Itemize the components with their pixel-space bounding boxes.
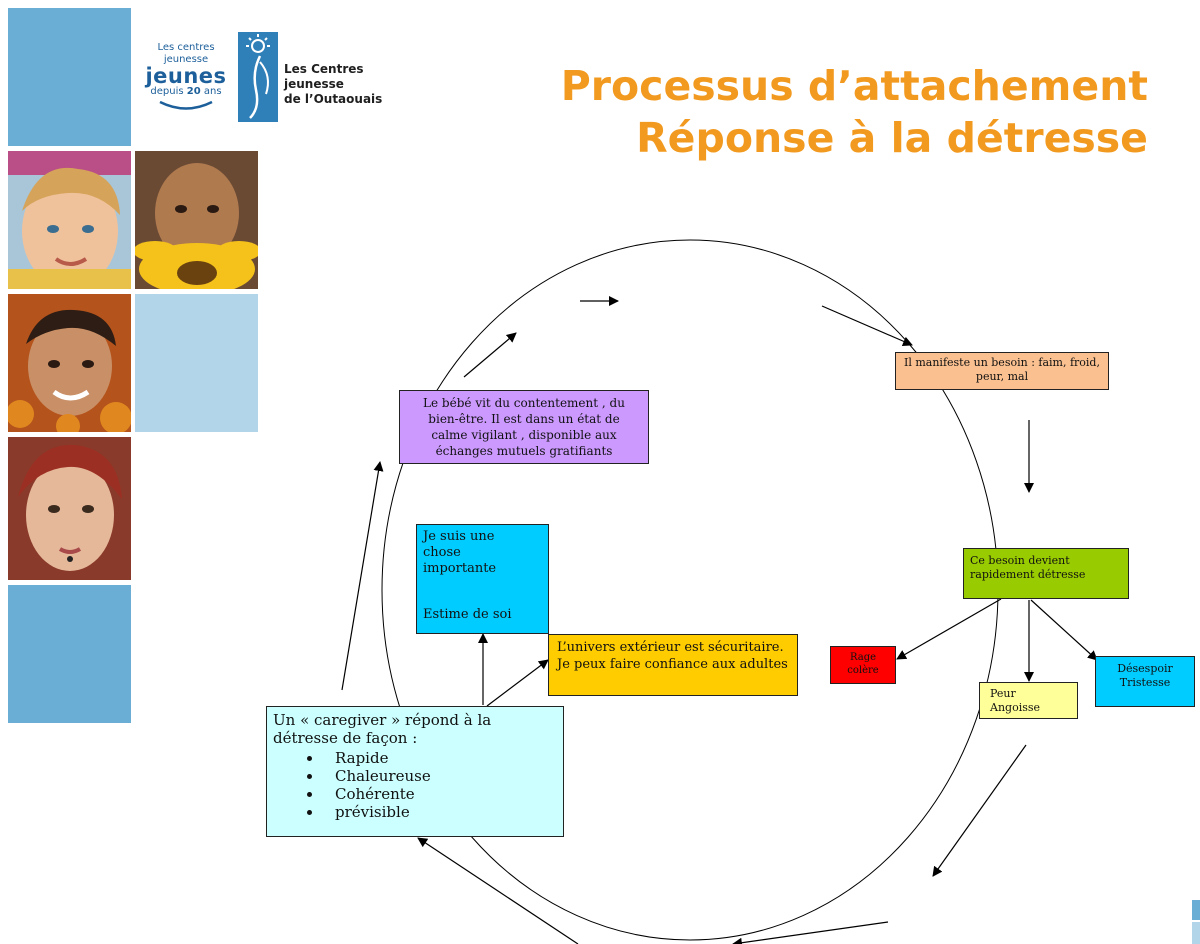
arrow-to-rage [896, 598, 1002, 660]
box-desespoir: Désespoir Tristesse [1095, 656, 1195, 707]
title-line2: Réponse à la détresse [636, 114, 1148, 162]
box-estime: Je suis une chose importante Estime de s… [416, 524, 549, 634]
box-contentement-text: Le bébé vit du contentement , du bien-êt… [423, 396, 625, 458]
title-line1: Processus d’attachement [560, 62, 1148, 110]
arrow-bottom [732, 921, 889, 944]
arrow-left-up [341, 461, 384, 691]
decor-tile-top [8, 8, 131, 146]
arrow-top-left [463, 332, 517, 378]
caregiver-item: prévisible [323, 803, 557, 821]
logo-right-block: Les Centres jeunesse de l’Outaouais [284, 62, 418, 107]
logo-left-big: jeunes [145, 64, 227, 88]
box-caregiver: Un « caregiver » répond à la détresse de… [266, 706, 564, 837]
box-univers: L’univers extérieur est sécuritaire. Je … [548, 634, 798, 696]
page-title: Processus d’attachement Réponse à la dét… [561, 60, 1148, 164]
logo-left-line3-post: ans [203, 86, 222, 97]
box-univers-text: L’univers extérieur est sécuritaire. Je … [557, 640, 788, 672]
arrow-to-desespoir [1030, 599, 1098, 661]
arrow-bottom-right [932, 744, 1027, 877]
box-peur: Peur Angoisse [979, 682, 1078, 719]
caregiver-item: Rapide [323, 749, 557, 767]
box-desespoir-text: Désespoir Tristesse [1117, 662, 1173, 689]
decor-tile-mid [135, 294, 258, 432]
logo-sun-figure-icon [238, 32, 278, 122]
logo-right-line1: Les Centres jeunesse [284, 62, 364, 91]
logo-left-line3: depuis 20 ans [138, 86, 234, 98]
logo-right-line2: de l’Outaouais [284, 92, 383, 106]
logo-left-line1: Les centres jeunesse [157, 42, 215, 65]
box-besoin-text: Il manifeste un besoin : faim, froid, pe… [904, 356, 1100, 383]
box-contentement: Le bébé vit du contentement , du bien-êt… [399, 390, 649, 464]
box-peur-text: Peur Angoisse [990, 687, 1041, 714]
caregiver-item: Cohérente [323, 785, 557, 803]
decor-tile-corner [1192, 900, 1200, 920]
box-estime-text: Estime de soi [423, 607, 512, 622]
photo-child-sunflower [135, 151, 258, 289]
logo-left-line3-pre: depuis [150, 86, 184, 97]
arrow-bottom-left [417, 837, 579, 944]
caregiver-item: Chaleureuse [323, 767, 557, 785]
photo-child-blond [8, 151, 131, 289]
logo: Les centres jeunesse jeunes depuis 20 an… [138, 30, 418, 126]
photo-child-leaves [8, 294, 131, 432]
box-detresse-text: Ce besoin devient rapidement détresse [970, 554, 1086, 581]
box-rage-text: Rage colère [847, 652, 879, 676]
decor-tile-bottom [8, 585, 131, 723]
arrow-to-univers [486, 659, 549, 707]
logo-left-line3-num: 20 [186, 86, 201, 97]
box-chose-text: Je suis une chose importante [423, 529, 497, 576]
decor-tile-corner-light [1192, 922, 1200, 944]
box-besoin: Il manifeste un besoin : faim, froid, pe… [895, 352, 1109, 390]
arrow-top-right [821, 305, 913, 347]
box-rage: Rage colère [830, 646, 896, 684]
logo-smile-icon [159, 100, 213, 110]
box-detresse: Ce besoin devient rapidement détresse [963, 548, 1129, 599]
caregiver-list: Rapide Chaleureuse Cohérente prévisible [273, 749, 557, 821]
logo-left-block: Les centres jeunesse jeunes depuis 20 an… [138, 42, 234, 117]
photo-child-face-paint [8, 437, 131, 580]
caregiver-intro: Un « caregiver » répond à la détresse de… [273, 711, 492, 747]
